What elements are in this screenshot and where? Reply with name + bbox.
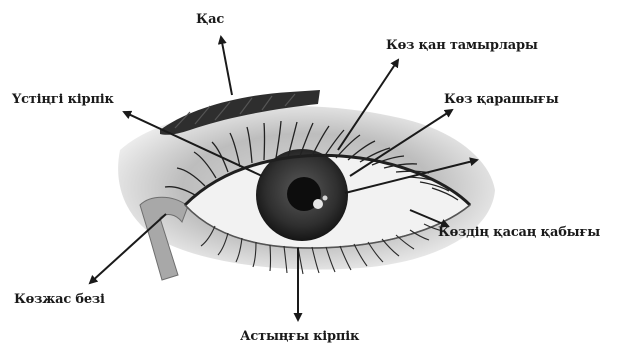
label-brow: Қас xyxy=(196,12,224,28)
label-blood-vessels: Көз қан тамырлары xyxy=(386,38,538,54)
label-pupil: Көз қарашығы xyxy=(444,92,559,108)
arrow-brow xyxy=(221,37,232,95)
label-upper-eyelashes: Үстіңгі кірпік xyxy=(12,92,114,108)
label-cornea: Көздің қасаң қабығы xyxy=(438,225,600,241)
eye-highlight-small xyxy=(323,196,328,201)
eye-highlight xyxy=(313,199,323,209)
label-lower-eyelashes: Астыңғы кірпік xyxy=(240,329,359,345)
label-tear-gland: Көзжас безі xyxy=(14,292,105,308)
